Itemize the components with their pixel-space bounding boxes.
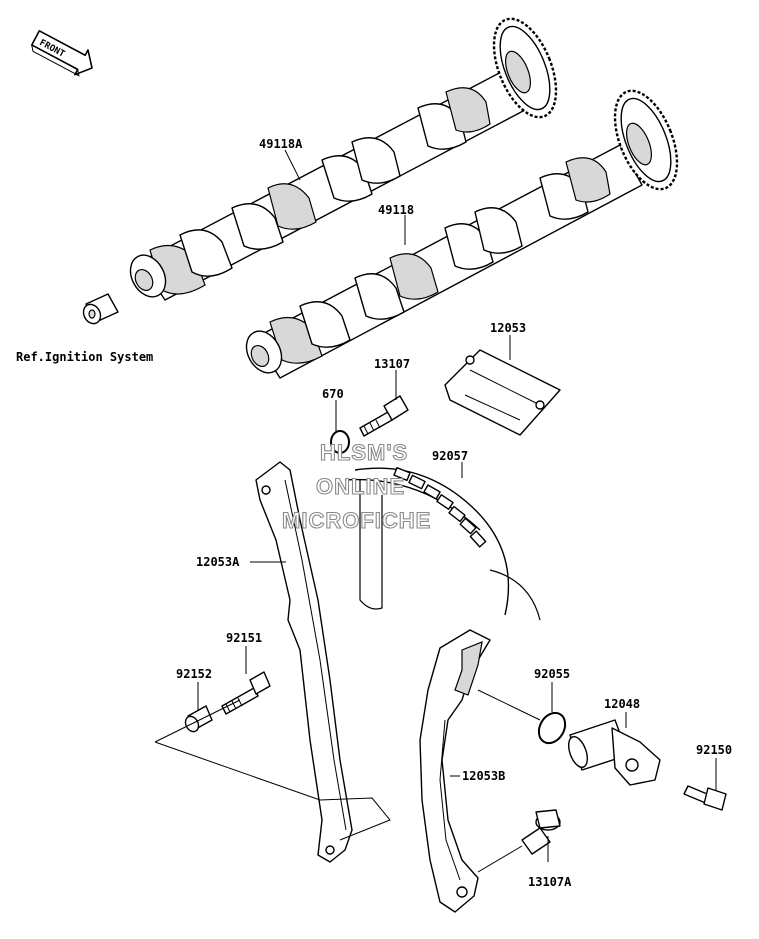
label-13107: 13107: [374, 357, 410, 371]
label-12053A: 12053A: [196, 555, 240, 569]
collar-92152: [184, 705, 213, 733]
bolt-13107A: [521, 809, 561, 855]
label-92055: 92055: [534, 667, 570, 681]
watermark-line-3: MICROFICHE: [282, 508, 431, 533]
bolt-92151: [221, 671, 271, 715]
chain-guide-12053B: [419, 629, 491, 913]
cam-sprocket-upper: [492, 17, 558, 119]
ignition-ref-pin: [82, 293, 119, 325]
watermark: HLSM'S ONLINE MICROFICHE: [281, 439, 431, 533]
label-670: 670: [322, 387, 344, 401]
front-arrow-icon: FRONT: [30, 30, 93, 77]
chain-guide-12053A: [255, 461, 353, 863]
cam-sprocket-lower: [613, 89, 679, 191]
watermark-line-1: HLSM'S: [320, 440, 408, 465]
label-49118: 49118: [378, 203, 414, 217]
camshaft-49118A: [129, 17, 558, 301]
label-92152: 92152: [176, 667, 212, 681]
label-92057: 92057: [432, 449, 468, 463]
label-13107A: 13107A: [528, 875, 572, 889]
label-92150: 92150: [696, 743, 732, 757]
label-49118A: 49118A: [259, 137, 303, 151]
o-ring-670: [330, 430, 350, 454]
bolt-13107: [359, 395, 409, 437]
label-12053B: 12053B: [462, 769, 505, 783]
cam-chain-92057: [344, 466, 541, 621]
ref-ignition-note: Ref.Ignition System: [16, 350, 153, 364]
label-12048: 12048: [604, 697, 640, 711]
o-ring-92055: [537, 711, 567, 745]
leader-lines: [197, 149, 717, 873]
camshaft-49118: [245, 89, 679, 379]
label-92151: 92151: [226, 631, 262, 645]
chain-tensioner-12048: [568, 719, 661, 786]
watermark-line-2: ONLINE: [316, 474, 405, 499]
label-12053: 12053: [490, 321, 526, 335]
bolt-92150: [683, 785, 727, 811]
chain-guide-12053: [444, 349, 561, 436]
